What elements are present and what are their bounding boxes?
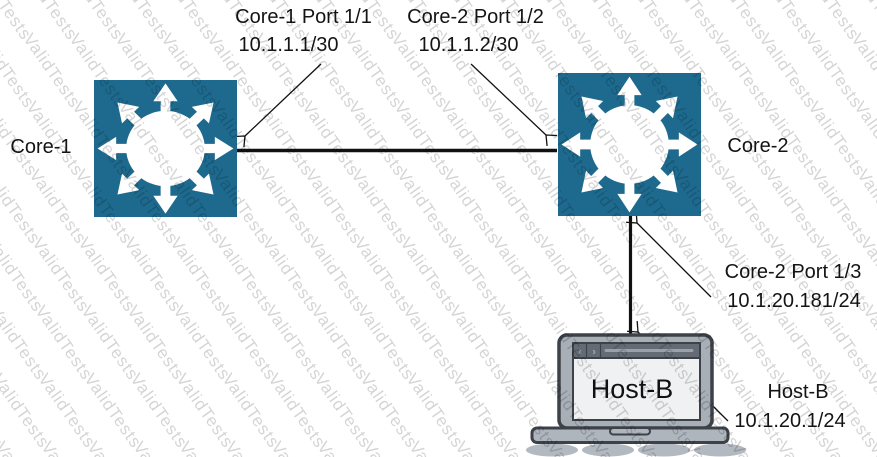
callout-hostb-title: Host-B (767, 381, 829, 403)
callout-core1-port11-title: Core-1 Port 1/1 (235, 6, 372, 28)
forward-icon: › (592, 347, 595, 358)
switch-arrows (561, 76, 698, 213)
hostb-laptop-icon: ‹ › Host-B (526, 333, 746, 457)
core1-switch-icon (94, 80, 237, 217)
core2-label: Core-2 (727, 135, 789, 157)
switch-arrows (97, 83, 234, 214)
laptop-shadow (526, 443, 578, 457)
switch-hub (590, 105, 669, 184)
callout-hostb-ip: 10.1.20.1/24 (734, 410, 846, 432)
laptop-shadow (638, 443, 690, 457)
back-icon: ‹ (578, 347, 581, 358)
arrow-core2-port12 (470, 63, 558, 146)
core1-label: Core-1 (10, 136, 72, 158)
callout-core2-port13-title: Core-2 Port 1/3 (724, 261, 862, 283)
callout-core2-port12-ip: 10.1.1.2/30 (418, 34, 519, 56)
hostb-screen-label: Host-B (591, 374, 674, 404)
laptop-shadow (694, 443, 746, 457)
laptop-shadow (582, 443, 634, 457)
core2-switch-icon (558, 73, 701, 216)
laptop-latch (609, 427, 651, 436)
callout-core2-port12-title: Core-2 Port 1/2 (407, 6, 544, 28)
arrow-core2-port13 (625, 211, 712, 298)
callout-core2-port13-ip: 10.1.20.181/24 (727, 290, 861, 312)
callout-core1-port11-ip: 10.1.1.1/30 (238, 34, 339, 56)
switch-hub (126, 110, 205, 187)
arrow-core1-port11 (233, 63, 322, 147)
